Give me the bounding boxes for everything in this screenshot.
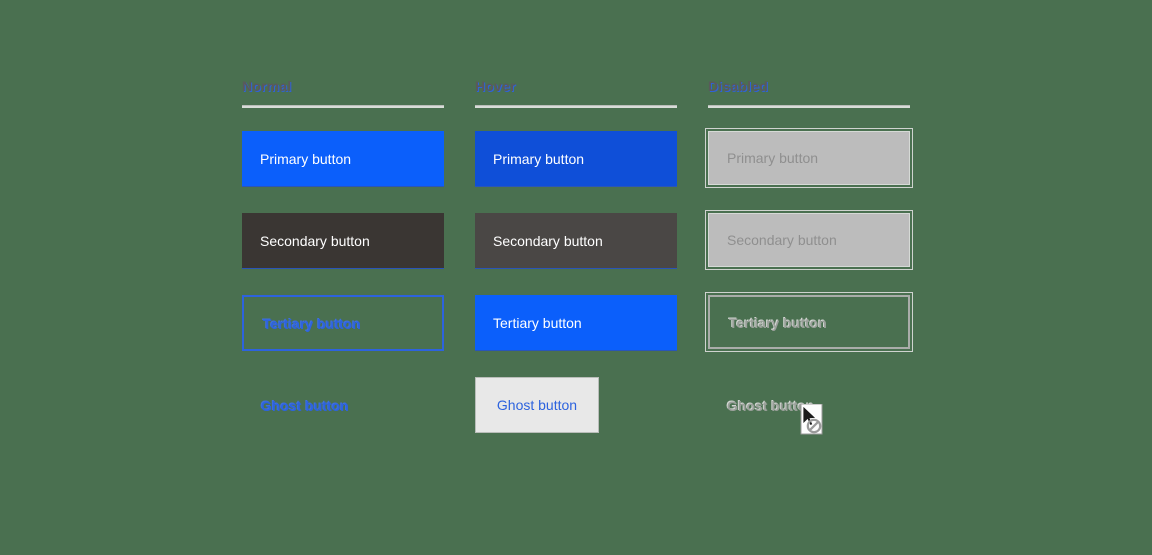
primary-button-hover[interactable]: Primary button (475, 131, 677, 187)
column-disabled: Disabled Disabled Primary button Seconda… (705, 78, 913, 433)
ghost-button-disabled: Ghost button Ghost button (708, 377, 832, 433)
column-heading-normal: Normal Normal (242, 78, 444, 98)
column-heading-disabled: Disabled Disabled (708, 78, 910, 98)
ghost-row-normal: Ghost button Ghost button (242, 377, 444, 433)
tertiary-button-hover[interactable]: Tertiary button (475, 295, 677, 351)
tertiary-button-normal-label-shadow: Tertiary button (263, 316, 361, 332)
ghost-button-hover[interactable]: Ghost button (475, 377, 599, 433)
tertiary-button-disabled: Tertiary button Tertiary button (705, 292, 913, 352)
primary-button-normal-label: Primary button (260, 150, 352, 167)
ghost-button-normal-label-shadow: Ghost button (261, 398, 349, 414)
ghost-button-hover-label: Ghost button (496, 397, 578, 413)
ghost-button-disabled-label: Ghost button Ghost button (726, 397, 815, 414)
secondary-button-normal-label: Secondary button (260, 232, 370, 249)
ghost-button-normal-label: Ghost button Ghost button (260, 397, 349, 414)
column-heading-normal-text: Normal (242, 78, 292, 94)
column-heading-normal-shadow: Normal (243, 79, 293, 95)
tertiary-button-normal-label: Tertiary button Tertiary button (262, 315, 361, 332)
tertiary-button-normal[interactable]: Tertiary button Tertiary button (242, 295, 444, 351)
column-divider-hover (475, 105, 677, 108)
ghost-button-normal-label-text: Ghost button (260, 397, 348, 413)
tertiary-button-disabled-label-shadow: Tertiary button (729, 315, 827, 331)
column-heading-disabled-text: Disabled (708, 78, 768, 94)
column-heading-hover-shadow: Hover (476, 79, 517, 95)
button-state-matrix: Normal Normal Primary button Secondary b… (242, 78, 942, 433)
tertiary-button-disabled-label: Tertiary button Tertiary button (728, 314, 827, 331)
ghost-button-normal[interactable]: Ghost button Ghost button (242, 377, 366, 433)
secondary-button-disabled: Secondary button (705, 210, 913, 270)
ghost-button-disabled-label-shadow: Ghost button (727, 398, 815, 414)
column-divider-normal (242, 105, 444, 108)
column-heading-hover-text: Hover (475, 78, 516, 94)
primary-button-disabled-label: Primary button (727, 150, 819, 166)
tertiary-button-hover-label: Tertiary button (493, 314, 582, 331)
secondary-button-disabled-label: Secondary button (727, 232, 837, 248)
column-heading-hover: Hover Hover (475, 78, 677, 98)
column-heading-disabled-shadow: Disabled (709, 79, 769, 95)
ghost-row-hover: Ghost button (475, 377, 677, 433)
column-hover: Hover Hover Primary button Secondary but… (475, 78, 677, 433)
ghost-row-disabled: Ghost button Ghost button (708, 377, 910, 433)
column-divider-disabled (708, 105, 910, 108)
secondary-button-hover-label: Secondary button (493, 232, 603, 249)
primary-button-hover-label: Primary button (493, 150, 585, 167)
primary-button-normal[interactable]: Primary button (242, 131, 444, 187)
tertiary-button-normal-label-text: Tertiary button (262, 315, 360, 331)
primary-button-disabled: Primary button (705, 128, 913, 188)
secondary-button-normal[interactable]: Secondary button (242, 213, 444, 269)
ghost-button-disabled-label-text: Ghost button (726, 397, 814, 413)
column-normal: Normal Normal Primary button Secondary b… (242, 78, 444, 433)
tertiary-button-disabled-label-text: Tertiary button (728, 314, 826, 330)
secondary-button-hover[interactable]: Secondary button (475, 213, 677, 269)
